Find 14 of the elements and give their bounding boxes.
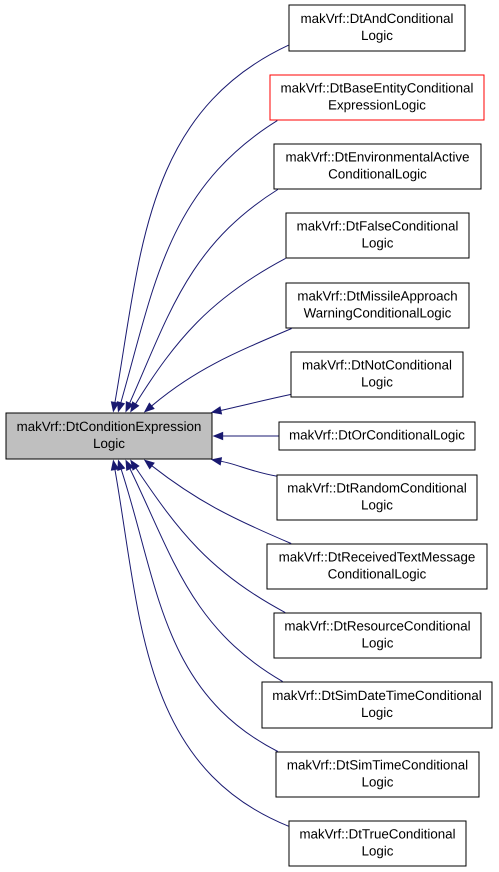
class-box: makVrf::DtFalseConditional Logic [286, 212, 470, 258]
class-box: makVrf::DtNotConditional Logic [290, 352, 464, 398]
class-box: makVrf::DtAndConditional Logic [288, 4, 466, 52]
class-box: makVrf::DtTrueConditional Logic [288, 820, 466, 866]
class-box: makVrf::DtSimTimeConditional Logic [276, 752, 480, 798]
class-box: makVrf::DtMissileApproach WarningConditionalLogic [286, 282, 470, 328]
class-box: makVrf::DtEnvironmentalActive ConditionalLogic [274, 144, 482, 190]
class-box: makVrf::DtRandomConditional Logic [276, 474, 478, 520]
class-box: makVrf::DtResourceConditional Logic [274, 612, 482, 658]
class-box: makVrf::DtSimDateTimeConditional Logic [262, 682, 492, 728]
class-box: makVrf::DtReceivedTextMessage ConditionalLogic [266, 544, 488, 590]
class-box: makVrf::DtBaseEntityConditional ExpressionLogic [270, 74, 484, 120]
class-box: makVrf::DtOrConditionalLogic [278, 422, 476, 450]
class-box: makVrf::DtConditionExpression Logic [6, 412, 212, 460]
